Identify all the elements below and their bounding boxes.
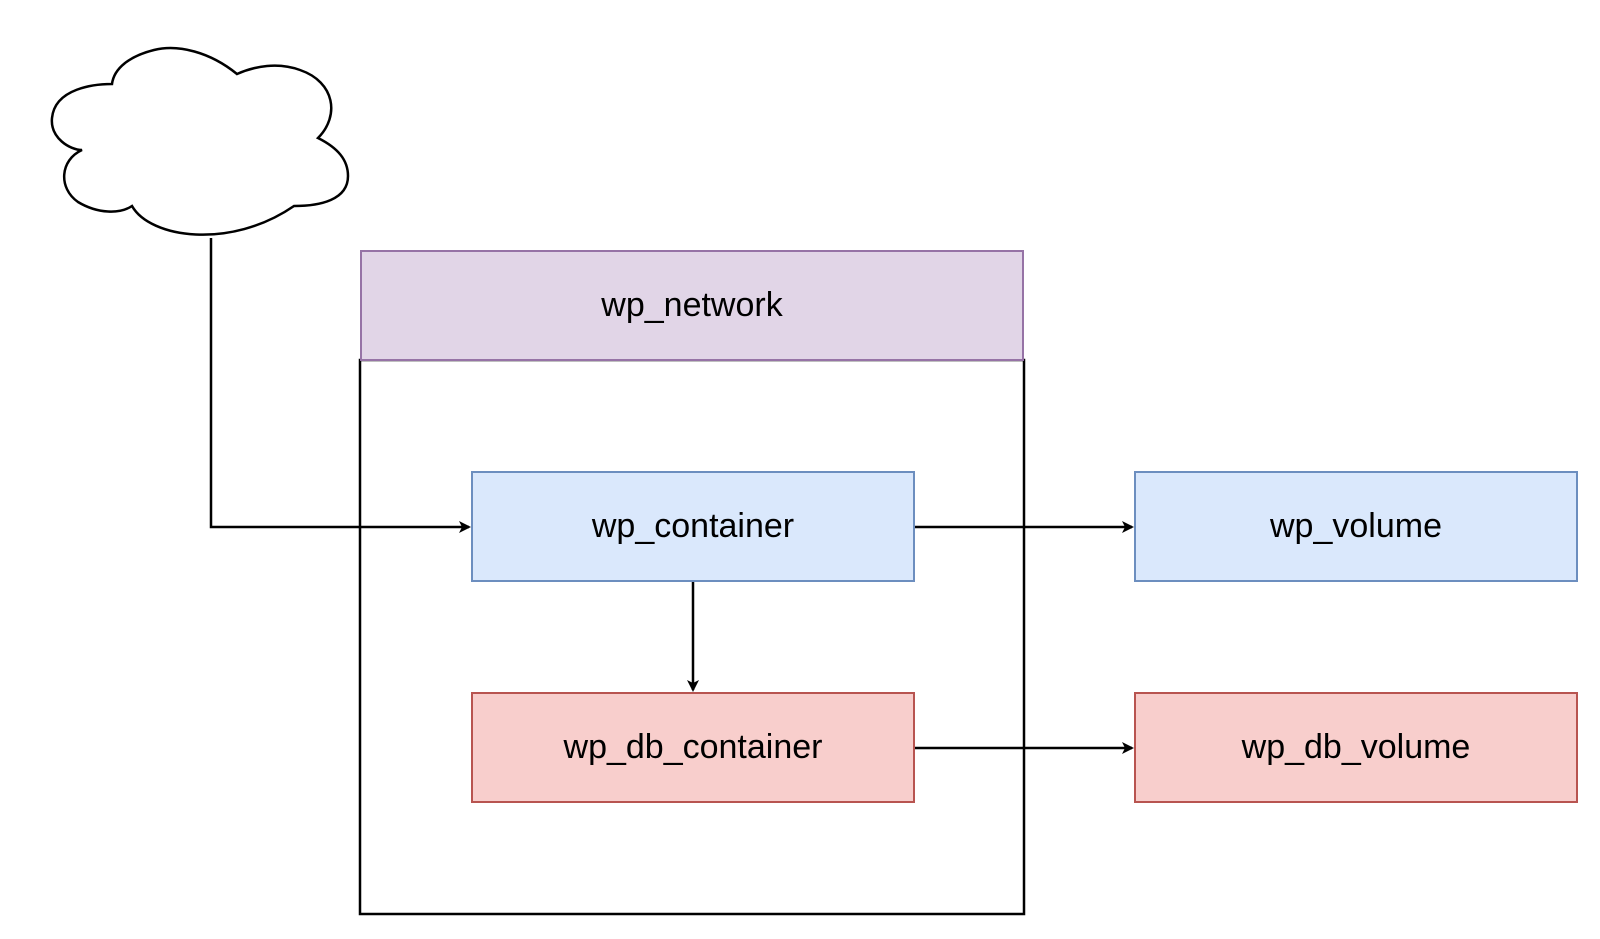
wp-network-header[interactable]: wp_network <box>360 250 1024 361</box>
wp-volume-label: wp_volume <box>1270 507 1442 545</box>
edge-cloud-to-wp-container <box>209 238 471 533</box>
wp-db-container-node[interactable]: wp_db_container <box>471 692 915 803</box>
wp-db-volume-node[interactable]: wp_db_volume <box>1134 692 1578 803</box>
wp-container-label: wp_container <box>591 507 795 545</box>
wp-db-container-label: wp_db_container <box>563 728 823 766</box>
wp-container-node[interactable]: wp_container <box>471 471 915 582</box>
wp-db-volume-label: wp_db_volume <box>1241 728 1471 766</box>
cloud-icon <box>50 46 350 236</box>
wp-network-label: wp_network <box>601 286 783 324</box>
wp-volume-node[interactable]: wp_volume <box>1134 471 1578 582</box>
